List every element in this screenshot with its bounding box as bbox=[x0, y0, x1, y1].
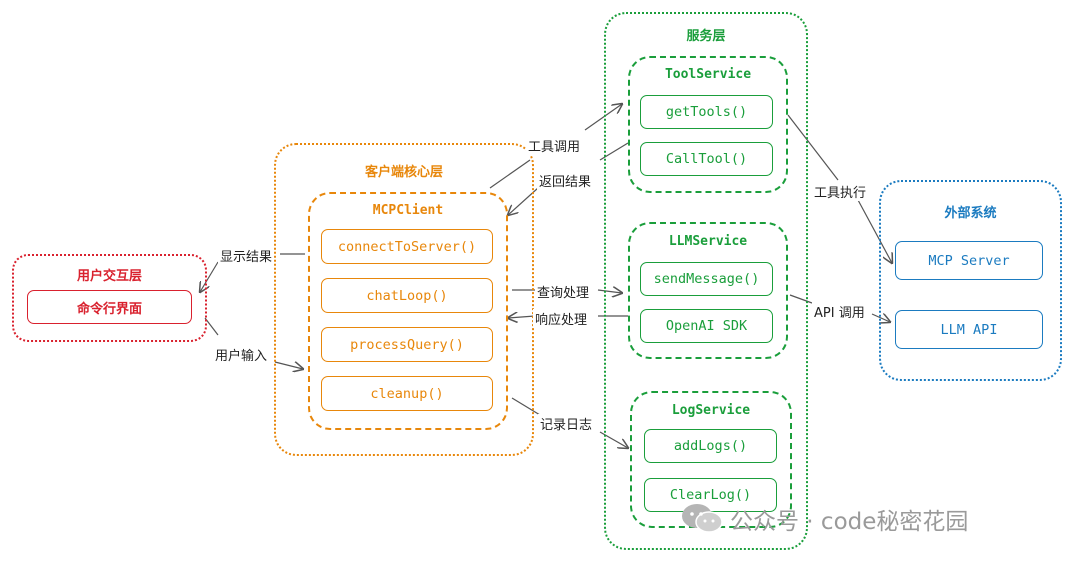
watermark-text: 公众号 · code秘密花园 bbox=[730, 509, 969, 535]
mcpclient-title: MCPClient bbox=[372, 203, 444, 218]
cleanup-node: cleanup() bbox=[321, 376, 493, 411]
arrow-query-head bbox=[597, 290, 622, 293]
user-layer-title: 用户交互层 bbox=[76, 269, 142, 284]
arrow-tool-exec bbox=[787, 114, 839, 181]
logservice-title: LogService bbox=[671, 403, 751, 418]
label-tool-exec: 工具执行 bbox=[812, 182, 869, 201]
label-query-process: 查询处理 bbox=[535, 282, 592, 301]
llmservice-title: LLMService bbox=[668, 234, 748, 249]
service-layer-group bbox=[604, 12, 808, 550]
mcp-server-node: MCP Server bbox=[895, 241, 1043, 280]
openai-sdk-node: OpenAI SDK bbox=[640, 309, 773, 343]
arrow-response bbox=[508, 316, 536, 318]
label-tool-call: 工具调用 bbox=[526, 136, 583, 155]
arrow-log bbox=[511, 397, 541, 416]
service-layer-title: 服务层 bbox=[686, 29, 726, 44]
send-message-node: sendMessage() bbox=[640, 262, 773, 296]
arrow-user-input-start bbox=[204, 317, 219, 336]
process-query-node: processQuery() bbox=[321, 327, 493, 362]
call-tool-node: CallTool() bbox=[640, 142, 773, 176]
connect-to-server-node: connectToServer() bbox=[321, 229, 493, 264]
client-layer-group bbox=[274, 143, 534, 456]
external-group bbox=[879, 180, 1062, 381]
get-tools-node: getTools() bbox=[640, 95, 773, 129]
label-user-input: 用户输入 bbox=[213, 345, 270, 364]
label-response-process: 响应处理 bbox=[533, 309, 590, 328]
arrow-display-result-head bbox=[200, 261, 219, 292]
label-return-result: 返回结果 bbox=[537, 171, 594, 190]
user-layer-group bbox=[12, 254, 207, 342]
toolservice-group bbox=[628, 56, 788, 193]
add-logs-node: addLogs() bbox=[644, 429, 777, 463]
label-record-log: 记录日志 bbox=[538, 414, 595, 433]
label-display-result: 显示结果 bbox=[218, 246, 275, 265]
arrow-tool-exec-head bbox=[857, 199, 892, 263]
llm-api-node: LLM API bbox=[895, 310, 1043, 349]
arrow-user-input bbox=[274, 362, 303, 369]
label-api-call: API 调用 bbox=[812, 302, 867, 321]
toolservice-title: ToolService bbox=[664, 67, 752, 82]
chat-loop-node: chatLoop() bbox=[321, 278, 493, 313]
external-title: 外部系统 bbox=[944, 206, 997, 221]
arrow-api bbox=[789, 294, 813, 304]
arrow-api-head bbox=[871, 314, 890, 322]
arrow-tool-call-head bbox=[584, 104, 622, 131]
llmservice-group bbox=[628, 222, 788, 359]
mcpclient-group bbox=[308, 192, 508, 430]
cli-node: 命令行界面 bbox=[27, 290, 192, 324]
wechat-icon bbox=[680, 502, 724, 534]
client-layer-title: 客户端核心层 bbox=[364, 165, 443, 180]
clear-log-node: ClearLog() bbox=[644, 478, 777, 512]
